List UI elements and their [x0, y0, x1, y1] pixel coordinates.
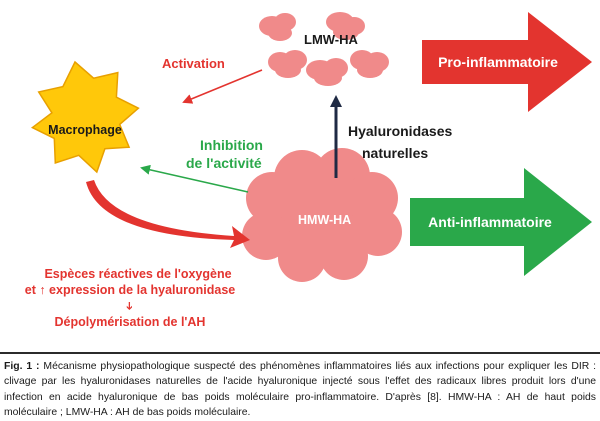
macrophage-label: Macrophage — [48, 123, 122, 137]
hmw-ha-cloud — [242, 148, 402, 282]
lmw-cloud-3 — [268, 50, 307, 78]
caption-text: Mécanisme physiopathologique suspecté de… — [4, 361, 597, 419]
inhibition-arrow — [140, 164, 249, 193]
lmw-ha-clouds — [259, 12, 389, 86]
hyaluronidases-label-line1: Hyaluronidases — [348, 123, 452, 139]
activation-arrow — [182, 69, 263, 104]
ros-down-arrow: ➔ — [123, 301, 135, 310]
activation-label: Activation — [162, 56, 225, 71]
lmw-cloud-4 — [306, 58, 348, 86]
ros-text-line3: Dépolymérisation de l'AH — [55, 315, 206, 329]
figure-caption: Fig. 1 : Mécanisme physiopathologique su… — [4, 359, 596, 421]
anti-inflammatoire-label: Anti-inflammatoire — [428, 214, 552, 230]
inhibition-label-line1: Inhibition — [200, 137, 263, 153]
diagram-figure: LMW-HA Macrophage Activation HMW-HA Inhi… — [25, 12, 592, 329]
ros-text-line2: et ↑ expression de la hyaluronidase — [25, 283, 236, 297]
ros-curved-arrow — [86, 180, 250, 248]
lmw-cloud-2 — [326, 12, 365, 40]
pro-inflammatoire-arrow — [422, 12, 592, 112]
lmw-ha-label: LMW-HA — [304, 32, 358, 47]
anti-inflammatoire-arrow — [410, 168, 592, 276]
lmw-cloud-1 — [259, 13, 296, 41]
hmw-ha-label: HMW-HA — [298, 213, 351, 227]
pro-inflammatoire-label: Pro-inflammatoire — [438, 54, 558, 70]
inhibition-label-line2: de l'activité — [186, 155, 262, 171]
ros-text-line1: Espèces réactives de l'oxygène — [44, 267, 231, 281]
caption-separator — [0, 352, 600, 354]
macrophage-star — [30, 60, 140, 174]
lmw-cloud-5 — [350, 50, 389, 78]
hyaluronidases-label-line2: naturelles — [362, 145, 428, 161]
caption-label: Fig. 1 : — [4, 361, 40, 372]
